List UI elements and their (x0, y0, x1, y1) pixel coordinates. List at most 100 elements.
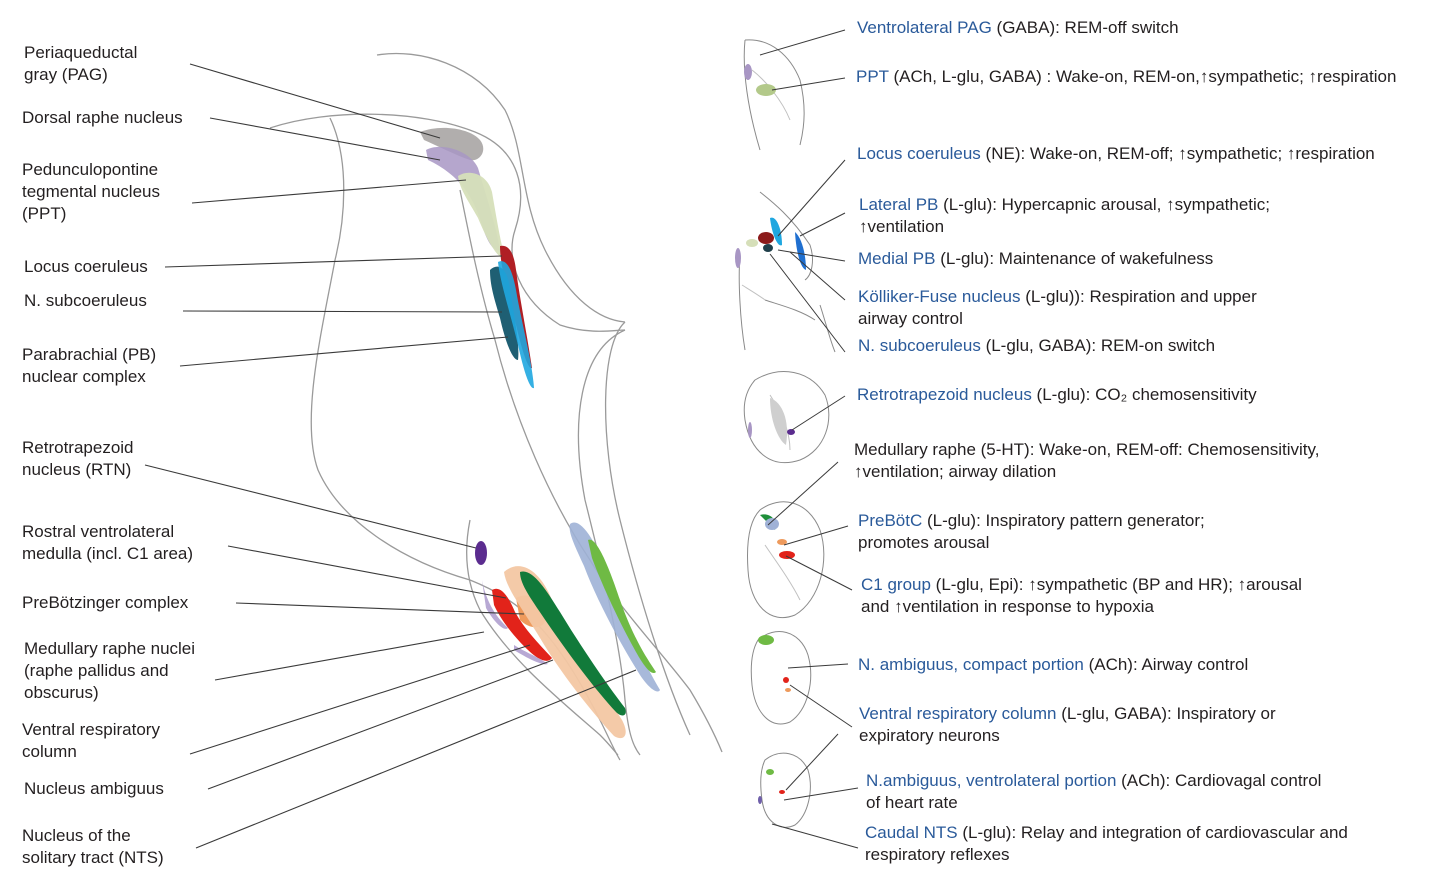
parabrachial-region (498, 261, 534, 389)
desc-name: PPT (856, 67, 889, 86)
label-line: Retrotrapezoid (22, 438, 134, 457)
label-line: Periaqueductal (24, 43, 138, 62)
desc-text: (NE): Wake-on, REM-off; ↑sympathetic; ↑r… (980, 144, 1375, 163)
desc-caudal-nts: Caudal NTS (L-glu): Relay and integratio… (865, 822, 1348, 866)
label-line: Ventral respiratory (22, 720, 160, 739)
right-leaders (759, 29, 859, 849)
desc-line2: promotes arousal (858, 533, 990, 552)
label-line: Rostral ventrolateral (22, 522, 175, 541)
desc-name: C1 group (861, 575, 931, 594)
label-line: Pedunculopontine (22, 160, 159, 179)
rvlm-region (492, 588, 552, 661)
label-line: PreBötzinger complex (22, 593, 189, 612)
desc-name: Ventral respiratory column (859, 704, 1057, 723)
desc-line2: ↑ventilation (859, 217, 945, 236)
desc-kolliker-fuse: Kölliker-Fuse nucleus (L-glu)): Respirat… (858, 286, 1257, 330)
label-line: N. subcoeruleus (24, 291, 147, 310)
desc-rtn: Retrotrapezoid nucleus (L-glu): CO₂ chem… (857, 384, 1257, 406)
label-line: Parabrachial (PB) (22, 345, 157, 364)
desc-text: (L-glu)): Respiration and upper (1020, 287, 1257, 306)
pag-region (420, 127, 484, 161)
desc-medullary-raphe: Medullary raphe (5-HT): Wake-on, REM-off… (854, 439, 1319, 483)
nuclei (420, 127, 660, 739)
desc-text: (ACh): Cardiovagal control (1116, 771, 1322, 790)
desc-line2: of heart rate (866, 793, 958, 812)
vrc-region (504, 566, 626, 739)
desc-line2: and ↑ventilation in response to hypoxia (861, 597, 1154, 616)
thumb-ppt (756, 84, 776, 96)
desc-na-ventrolateral: N.ambiguus, ventrolateral portion (ACh):… (866, 770, 1321, 814)
label-line: column (22, 742, 77, 761)
label-ppt: Pedunculopontine tegmental nucleus (PPT) (22, 159, 160, 225)
label-pag: Periaqueductal gray (PAG) (24, 42, 137, 86)
label-line: Nucleus of the (22, 826, 131, 845)
label-line: solitary tract (NTS) (22, 848, 164, 867)
raphe-region-lower (514, 645, 548, 665)
thumbnail-nuclei (735, 64, 806, 804)
label-line: Medullary raphe nuclei (24, 639, 196, 658)
label-line: (PPT) (22, 204, 67, 223)
label-line: tegmental nucleus (22, 182, 160, 201)
nts-green-region (588, 539, 656, 674)
desc-prebotc: PreBötC (L-glu): Inspiratory pattern gen… (858, 510, 1205, 554)
desc-line2: respiratory reflexes (865, 845, 1010, 864)
desc-text: (ACh, L-glu, GABA) : Wake-on, REM-on,↑sy… (888, 67, 1397, 86)
rtn-region (475, 541, 487, 565)
desc-line2: expiratory neurons (859, 726, 1000, 745)
label-dorsal-raphe: Dorsal raphe nucleus (22, 107, 183, 129)
subcoeruleus-region (490, 266, 519, 360)
desc-name: Kölliker-Fuse nucleus (858, 287, 1021, 306)
left-leaders (144, 63, 637, 849)
desc-text: (L-glu, GABA): Inspiratory or (1056, 704, 1276, 723)
desc-text: (L-glu): Inspiratory pattern generator; (922, 511, 1205, 530)
label-line: Locus coeruleus (24, 257, 148, 276)
label-line: gray (PAG) (24, 65, 108, 84)
desc-ppt: PPT (ACh, L-glu, GABA) : Wake-on, REM-on… (856, 66, 1396, 88)
desc-text: (L-glu): CO₂ chemosensitivity (1031, 385, 1257, 404)
label-vrc: Ventral respiratory column (22, 719, 160, 763)
label-rvlm: Rostral ventrolateral medulla (incl. C1 … (22, 521, 193, 565)
desc-medial-pb: Medial PB (L-glu): Maintenance of wakefu… (858, 248, 1213, 270)
desc-c1-group: C1 group (L-glu, Epi): ↑sympathetic (BP … (861, 574, 1302, 618)
label-line: obscurus) (24, 683, 99, 702)
desc-subcoeruleus: N. subcoeruleus (L-glu, GABA): REM-on sw… (858, 335, 1215, 357)
ppt-region (458, 172, 505, 259)
label-nucleus-ambiguus: Nucleus ambiguus (24, 778, 164, 800)
desc-name: Retrotrapezoid nucleus (857, 385, 1032, 404)
desc-text: (ACh): Airway control (1083, 655, 1249, 674)
label-subcoeruleus: N. subcoeruleus (24, 290, 147, 312)
desc-name: Locus coeruleus (857, 144, 981, 163)
desc-vlpag: Ventrolateral PAG (GABA): REM-off switch (857, 17, 1179, 39)
desc-lateral-pb: Lateral PB (L-glu): Hypercapnic arousal,… (859, 194, 1270, 238)
desc-line2: airway control (858, 309, 963, 328)
label-line: (raphe pallidus and (24, 661, 169, 680)
desc-text: (L-glu): Hypercapnic arousal, ↑sympathet… (938, 195, 1271, 214)
thumb-pag (744, 64, 752, 80)
desc-name: Caudal NTS (865, 823, 958, 842)
desc-text: (L-glu): Relay and integration of cardio… (957, 823, 1348, 842)
brainstem-outline (269, 52, 723, 761)
label-line: Nucleus ambiguus (24, 779, 164, 798)
desc-text: (L-glu, GABA): REM-on switch (980, 336, 1216, 355)
raphe-region (482, 580, 508, 629)
desc-name: N. ambiguus, compact portion (858, 655, 1084, 674)
desc-line2: ↑ventilation; airway dilation (854, 462, 1057, 481)
desc-name: Medial PB (858, 249, 936, 268)
label-line: nuclear complex (22, 367, 146, 386)
label-parabrachial: Parabrachial (PB) nuclear complex (22, 344, 156, 388)
desc-name: PreBötC (858, 511, 923, 530)
desc-text: (L-glu): Maintenance of wakefulness (935, 249, 1214, 268)
desc-na-compact: N. ambiguus, compact portion (ACh): Airw… (858, 654, 1248, 676)
label-line: medulla (incl. C1 area) (22, 544, 194, 563)
desc-name: N. subcoeruleus (858, 336, 981, 355)
label-rtn: Retrotrapezoid nucleus (RTN) (22, 437, 134, 481)
label-line: Dorsal raphe nucleus (22, 108, 183, 127)
nucleus-ambiguus-region (520, 571, 626, 716)
desc-name: Ventrolateral PAG (857, 18, 992, 37)
desc-text: (GABA): REM-off switch (991, 18, 1179, 37)
desc-locus-coeruleus: Locus coeruleus (NE): Wake-on, REM-off; … (857, 143, 1375, 165)
label-line: nucleus (RTN) (22, 460, 132, 479)
label-prebotzinger: PreBötzinger complex (22, 592, 188, 614)
